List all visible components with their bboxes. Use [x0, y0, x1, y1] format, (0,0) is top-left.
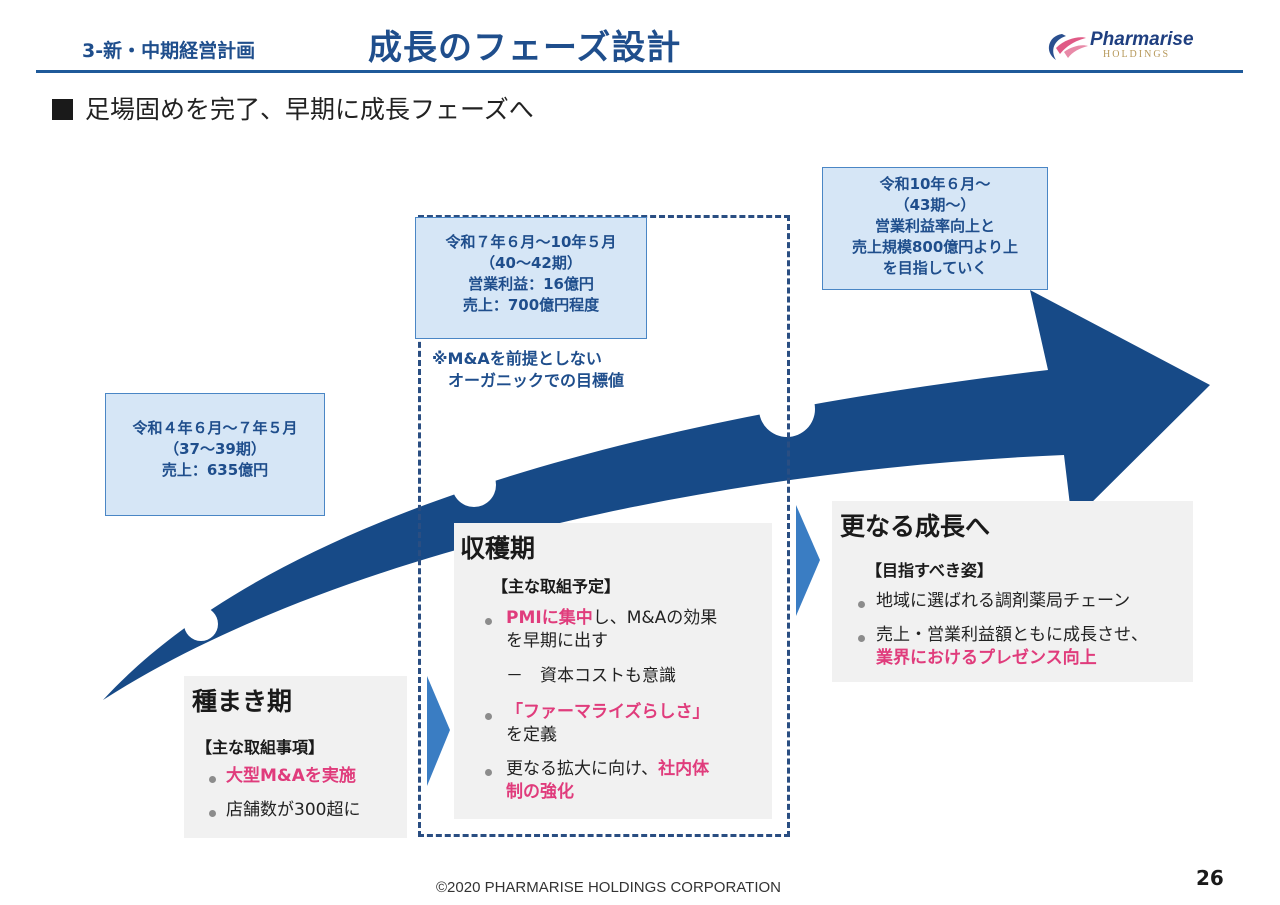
milestone-circle-1 — [184, 607, 218, 641]
milestone-circle-2 — [452, 463, 496, 507]
subtitle-text: 足場固めを完了、早期に成長フェーズへ — [85, 95, 534, 124]
sub-list-item: － 資本コストも意識 — [506, 666, 676, 686]
info-line: 売上規模800億円より上 — [851, 238, 1018, 256]
phase-heading: 【主な取組予定】 — [492, 577, 621, 596]
list-item: PMIに集中し、M&Aの効果を早期に出す — [506, 608, 718, 651]
info-box-phase1: 令和４年６月～７年５月 （37～39期） 売上：635億円 — [105, 393, 325, 516]
phase-title: 更なる成長へ — [840, 512, 991, 541]
list-item: 大型M&Aを実施 — [226, 766, 356, 786]
list-item: 更なる拡大に向け、社内体制の強化 — [506, 759, 710, 802]
bullet-icon — [485, 713, 492, 720]
phase-heading: 【主な取組事項】 — [196, 738, 325, 757]
bullet-icon — [858, 601, 865, 608]
bullet-icon — [209, 810, 216, 817]
bullet-icon — [858, 635, 865, 642]
info-line: 令和10年６月～ — [879, 175, 991, 193]
section-label: 3-新・中期経営計画 — [82, 40, 256, 62]
info-line: （40～42期） — [480, 254, 582, 272]
info-line: 営業利益：16億円 — [468, 275, 594, 293]
arrow-shape — [103, 290, 1210, 700]
bullet-icon — [485, 769, 492, 776]
info-box-phase3: 令和10年６月～ （43期～） 営業利益率向上と 売上規模800億円より上 を目… — [822, 167, 1048, 290]
page-number: 26 — [1196, 866, 1224, 890]
phase-panel-harvest: 収穫期 【主な取組予定】 PMIに集中し、M&Aの効果を早期に出す － 資本コス… — [454, 523, 772, 819]
logo-subtext: HOLDINGS — [1103, 49, 1171, 60]
info-line: を目指していく — [882, 259, 988, 277]
page-title: 成長のフェーズ設計 — [368, 28, 682, 68]
chevron-right-icon — [796, 505, 820, 616]
list-item: 店舗数が300超に — [226, 800, 361, 820]
note-line: ※M&Aを前提としない — [432, 349, 602, 368]
phase-heading: 【目指すべき姿】 — [866, 561, 993, 580]
list-item: 地域に選ばれる調剤薬局チェーン — [876, 591, 1131, 611]
harvest-period-frame — [418, 215, 790, 837]
note-line: オーガニックでの目標値 — [432, 371, 625, 390]
info-box-phase2: 令和７年６月～10年５月 （40～42期） 営業利益：16億円 売上：700億円… — [415, 217, 647, 339]
phase-panel-seeding: 種まき期 【主な取組事項】 大型M&Aを実施 店舗数が300超に — [184, 676, 407, 838]
bullet-icon — [485, 618, 492, 625]
info-line: 売上：635億円 — [161, 461, 269, 479]
info-line: 売上：700億円程度 — [462, 296, 600, 314]
info-line: 営業利益率向上と — [874, 217, 995, 235]
organic-target-note: ※M&Aを前提としない オーガニックでの目標値 — [432, 348, 624, 392]
header-divider — [36, 70, 1243, 73]
subtitle: 足場固めを完了、早期に成長フェーズへ — [52, 90, 534, 126]
bullet-icon — [209, 776, 216, 783]
phase-title: 種まき期 — [192, 687, 293, 716]
list-item: 「ファーマライズらしさ」を定義 — [506, 702, 710, 745]
logo-wordmark: Pharmarise — [1090, 29, 1194, 50]
list-item: 売上・営業利益額ともに成長させ、業界におけるプレゼンス向上 — [876, 625, 1148, 668]
square-bullet-icon — [52, 99, 73, 120]
info-line: 令和４年６月～７年５月 — [132, 419, 298, 437]
info-line: 令和７年６月～10年５月 — [445, 233, 617, 251]
phase-title: 収穫期 — [460, 534, 536, 563]
info-line: （37～39期） — [164, 440, 266, 458]
info-line: （43期～） — [894, 196, 976, 214]
phase-panel-further-growth: 更なる成長へ 【目指すべき姿】 地域に選ばれる調剤薬局チェーン 売上・営業利益額… — [832, 501, 1193, 682]
chevron-right-icon — [427, 676, 450, 786]
copyright-footer: ©2020 PHARMARISE HOLDINGS CORPORATION — [436, 879, 782, 896]
company-logo — [1048, 34, 1088, 60]
